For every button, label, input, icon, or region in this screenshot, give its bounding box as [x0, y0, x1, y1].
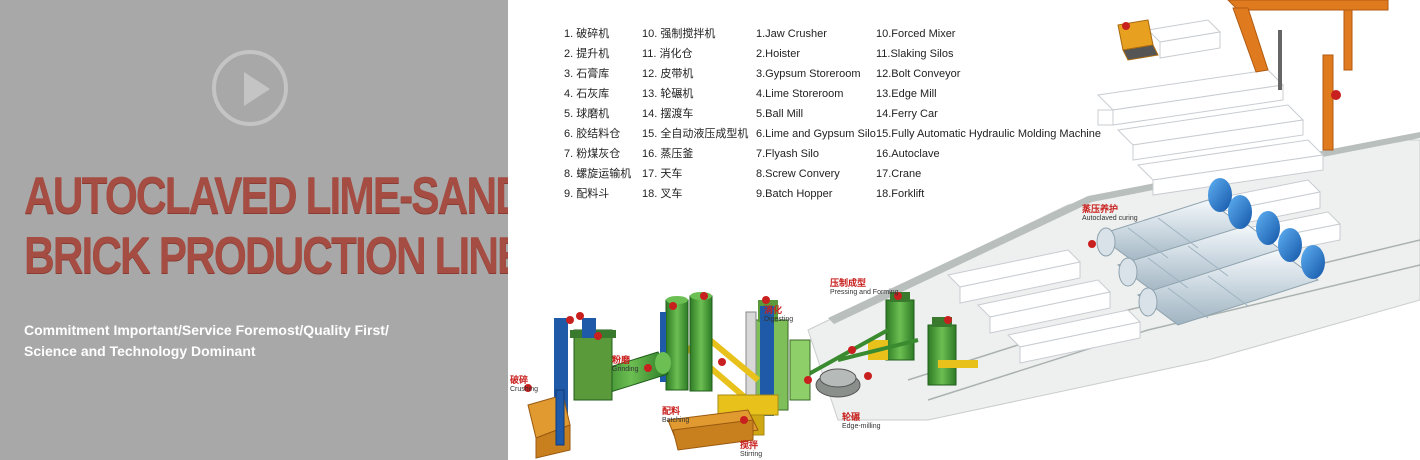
legend-item: 1.Jaw Crusher — [756, 28, 827, 40]
legend-item: 15. 全自动液压成型机 — [642, 128, 749, 140]
stage-label-batching: 配料 Batching — [662, 406, 689, 426]
legend-item: 7.Flyash Silo — [756, 148, 819, 160]
legend-cn-column-2: 10. 强制搅拌机 11. 消化仓 12. 皮带机 13. 轮碾机 14. 摆渡… — [642, 24, 748, 204]
stage-zh: 压制成型 — [830, 278, 867, 288]
stage-en: Autoclaved curing — [1082, 215, 1138, 222]
stage-zh: 配料 — [662, 406, 681, 416]
stage-en: Stirring — [740, 451, 763, 458]
legend-item: 6.Lime and Gypsum Silo — [756, 128, 876, 140]
stage-en: Edge-milling — [842, 423, 881, 430]
diagram-panel: 1. 破碎机 2. 提升机 3. 石膏库 4. 石灰库 5. 球磨机 6. 胶结… — [508, 0, 1420, 460]
hoister — [555, 389, 565, 446]
digesting-silos — [745, 300, 811, 416]
batch-hopper — [667, 409, 759, 451]
autoclave-tubes — [1096, 178, 1325, 326]
legend-item: 9.Batch Hopper — [756, 188, 833, 200]
banner-subtitle: Commitment Important/Service Foremost/Qu… — [24, 320, 389, 362]
legend-item: 10. 强制搅拌机 — [642, 28, 716, 40]
number-markers — [524, 22, 1340, 424]
subtitle-line-1: Commitment Important/Service Foremost/Qu… — [24, 322, 389, 338]
legend-item: 9. 配料斗 — [564, 188, 610, 200]
stage-zh: 消化 — [764, 305, 783, 315]
stage-en: Batching — [662, 417, 690, 424]
track-line-1 — [927, 264, 1420, 401]
title-line-2: BRICK PRODUCTION LINE — [24, 227, 525, 285]
flyash-silos — [660, 292, 713, 392]
legend-item: 4. 石灰库 — [564, 88, 610, 100]
stage-label-grinding: 粉磨 Grinding — [612, 355, 638, 375]
legend-item: 10.Forced Mixer — [876, 28, 956, 40]
legend-item: 6. 胶结料仓 — [564, 128, 621, 140]
stage-label-stirring: 搅拌 Stirring — [740, 440, 762, 460]
legend-item: 17.Crane — [876, 168, 922, 180]
legend-item: 18.Forklift — [876, 188, 925, 200]
stage-en: Pressing and Forming — [830, 289, 899, 296]
legend-item: 5. 球磨机 — [564, 108, 610, 120]
legend-item: 3. 石膏库 — [564, 68, 610, 80]
legend-en-column-1: 1.Jaw Crusher 2.Hoister 3.Gypsum Storero… — [756, 24, 876, 204]
legend-item: 17. 天车 — [642, 168, 683, 180]
stage-en: Digesting — [764, 316, 794, 323]
brick-stacks-rear — [1096, 19, 1325, 196]
legend-cn-column-1: 1. 破碎机 2. 提升机 3. 石膏库 4. 石灰库 5. 球磨机 6. 胶结… — [564, 24, 631, 204]
legend-item: 2. 提升机 — [564, 48, 610, 60]
legend-item: 7. 粉煤灰仓 — [564, 148, 621, 160]
stage-zh: 破碎 — [510, 375, 529, 385]
belt-conveyors — [797, 328, 919, 382]
edge-mill — [815, 368, 861, 398]
stage-en: Grinding — [612, 366, 639, 373]
legend-item: 16.Autoclave — [876, 148, 940, 160]
stage-zh: 搅拌 — [740, 440, 759, 450]
legend-item: 8.Screw Convery — [756, 168, 840, 180]
legend-item: 1. 破碎机 — [564, 28, 610, 40]
legend-item: 3.Gypsum Storeroom — [756, 68, 861, 80]
stage-label-pressing: 压制成型 Pressing and Forming — [830, 278, 898, 298]
stage-label-digesting: 消化 Digesting — [764, 305, 793, 325]
legend-item: 11.Slaking Silos — [876, 48, 954, 60]
gantry-crane — [1227, 0, 1389, 151]
stage-en: Crushing — [510, 386, 539, 393]
legend-item: 8. 螺旋运输机 — [564, 168, 632, 180]
stage-zh: 蒸压养护 — [1082, 204, 1119, 214]
banner-title: AUTOCLAVED LIME-SAND BRICK PRODUCTION LI… — [24, 166, 526, 286]
legend-item: 11. 消化仓 — [642, 48, 693, 60]
legend-item: 16. 蒸压釜 — [642, 148, 694, 160]
stage-label-edge-milling: 轮碾 Edge-milling — [842, 412, 881, 432]
legend-item: 14.Ferry Car — [876, 108, 938, 120]
legend-item: 2.Hoister — [756, 48, 801, 60]
legend-en-column-2: 10.Forced Mixer 11.Slaking Silos 12.Bolt… — [876, 24, 1101, 204]
legend-item: 14. 摆渡车 — [642, 108, 694, 120]
legend-item: 5.Ball Mill — [756, 108, 804, 120]
legend-item: 18. 叉车 — [642, 188, 683, 200]
banner-panel: AUTOCLAVED LIME-SAND BRICK PRODUCTION LI… — [0, 0, 526, 460]
legend-item: 15.Fully Automatic Hydraulic Molding Mac… — [876, 128, 1101, 140]
legend-item: 4.Lime Storeroom — [756, 88, 844, 100]
legend-item: 13.Edge Mill — [876, 88, 937, 100]
legend-item: 13. 轮碾机 — [642, 88, 694, 100]
stage-zh: 粉磨 — [612, 355, 631, 365]
play-button[interactable] — [212, 50, 288, 126]
title-line-1: AUTOCLAVED LIME-SAND — [24, 167, 526, 225]
stage-zh: 轮碾 — [842, 412, 861, 422]
legend-item: 12.Bolt Conveyor — [876, 68, 961, 80]
subtitle-line-2: Science and Technology Dominant — [24, 343, 256, 359]
stage-label-curing: 蒸压养护 Autoclaved curing — [1082, 204, 1138, 224]
legend-item: 12. 皮带机 — [642, 68, 694, 80]
play-circle-icon — [244, 72, 270, 106]
stage-label-crushing: 破碎 Crushing — [510, 375, 538, 395]
production-line-illustration — [524, 0, 1420, 459]
